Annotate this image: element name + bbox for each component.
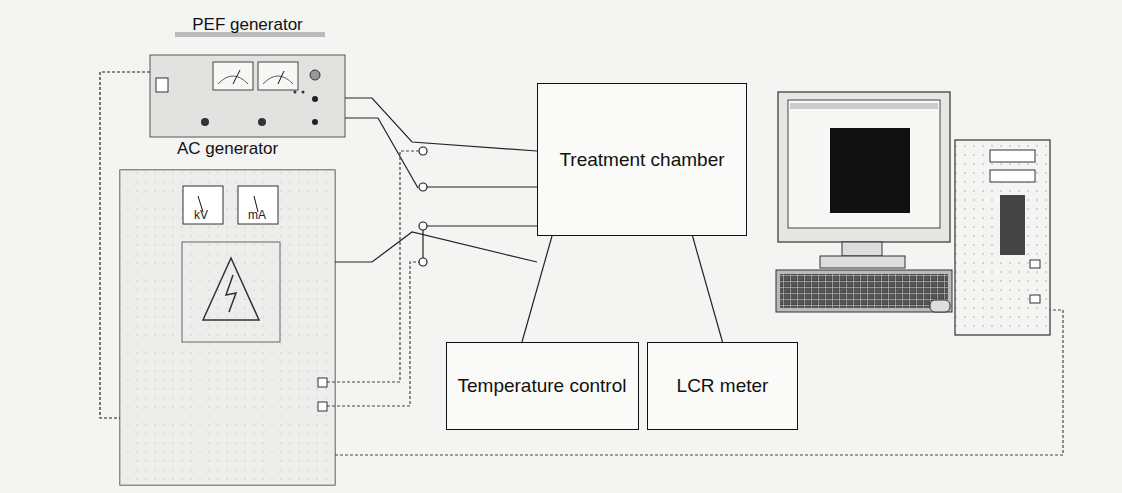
switch bbox=[345, 118, 537, 266]
meter-unit: kV bbox=[194, 208, 208, 222]
process-box: Treatment chamber bbox=[537, 83, 747, 236]
ac-generator: AC generator bbox=[120, 138, 335, 485]
meter-unit: mA bbox=[248, 208, 266, 222]
process-box: Temperature control bbox=[446, 342, 639, 430]
box-text: Temperature control bbox=[458, 374, 627, 398]
device-label: PEF generator bbox=[150, 14, 345, 35]
wire bbox=[100, 72, 150, 418]
pef-device bbox=[150, 32, 345, 137]
process-box: LCR meter bbox=[647, 342, 798, 430]
device-label: AC generator bbox=[120, 138, 335, 159]
box-text: LCR meter bbox=[677, 374, 769, 398]
box-text: Treatment chamber bbox=[559, 148, 724, 172]
pef-generator: PEF generator bbox=[150, 14, 345, 137]
wire bbox=[345, 98, 537, 151]
wire bbox=[335, 232, 537, 262]
wire bbox=[693, 236, 723, 342]
ac-cabinet bbox=[120, 170, 335, 485]
wire bbox=[522, 236, 552, 342]
computer bbox=[776, 92, 1050, 335]
